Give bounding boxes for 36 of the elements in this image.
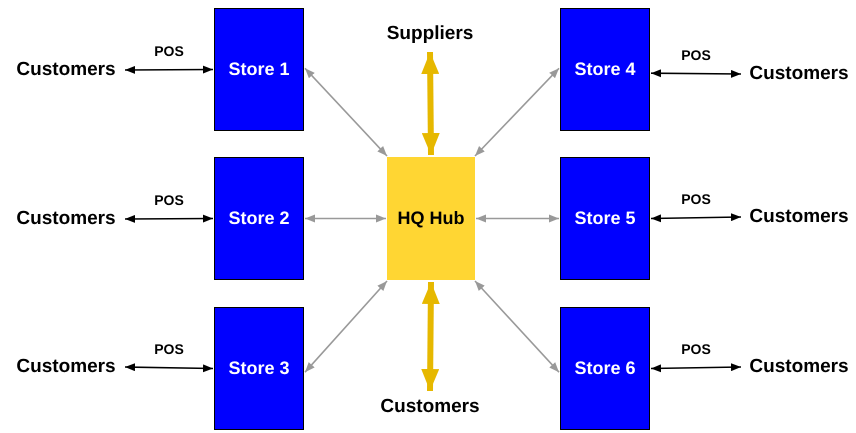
hub-box bbox=[387, 157, 475, 280]
store-box bbox=[560, 8, 650, 131]
customers-label: Customers bbox=[742, 62, 856, 86]
customers-label: Customers bbox=[742, 355, 856, 379]
store-name: Store 3 bbox=[228, 358, 290, 379]
store-box bbox=[214, 157, 304, 280]
suppliers-label: Suppliers bbox=[366, 20, 494, 48]
double-arrow bbox=[421, 52, 440, 156]
double-arrow bbox=[474, 280, 560, 373]
double-arrow bbox=[304, 68, 388, 157]
store-box bbox=[214, 8, 304, 131]
customers-label: Customers bbox=[742, 205, 856, 229]
double-arrow bbox=[125, 66, 213, 74]
store-name: Store 5 bbox=[574, 208, 636, 229]
customers-label: Customers bbox=[8, 207, 124, 231]
double-arrow bbox=[476, 214, 559, 222]
store-box bbox=[560, 307, 650, 430]
store-name: Store 2 bbox=[228, 208, 290, 229]
double-arrow bbox=[125, 214, 213, 223]
double-arrow bbox=[124, 363, 214, 372]
double-arrow bbox=[650, 363, 742, 372]
store-name: Store 6 bbox=[574, 358, 636, 379]
store-name: Store 4 bbox=[574, 59, 636, 80]
customers-label: Customers bbox=[8, 355, 124, 379]
store-box bbox=[214, 307, 304, 430]
store-name: Store 1 bbox=[228, 59, 290, 80]
double-arrow bbox=[421, 282, 440, 392]
double-arrow bbox=[650, 213, 742, 222]
customers-label: Customers bbox=[8, 58, 124, 82]
double-arrow bbox=[651, 69, 741, 78]
double-arrow bbox=[304, 280, 388, 373]
store-box bbox=[560, 157, 650, 280]
double-arrow bbox=[474, 68, 560, 157]
customers-label: Customers bbox=[356, 393, 504, 421]
hub-name: HQ Hub bbox=[398, 208, 464, 229]
double-arrow bbox=[305, 214, 386, 222]
